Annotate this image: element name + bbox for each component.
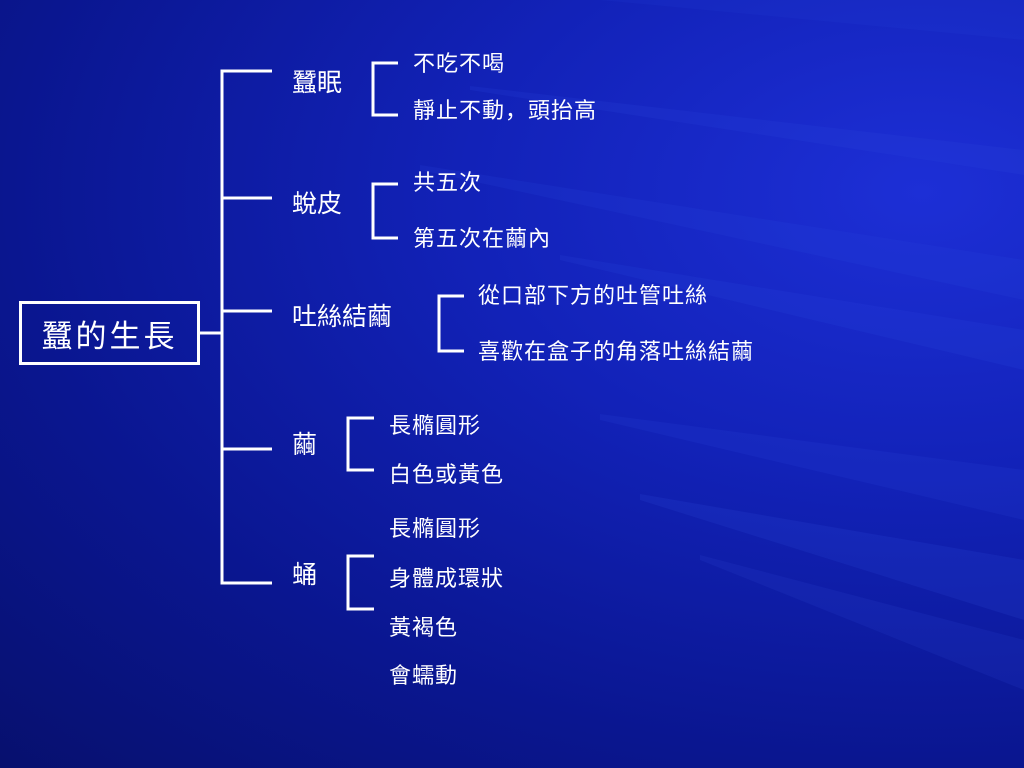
stage-label-cocoon: 繭: [292, 430, 318, 459]
cocoon-item-2: 白色或黃色: [389, 463, 505, 488]
stage-label-pupa: 蛹: [292, 560, 318, 589]
molt-item-1: 共五次: [413, 171, 483, 196]
spinning-item-1: 從口部下方的吐管吐絲: [478, 284, 709, 309]
sleep-item-2: 靜止不動，頭抬高: [413, 99, 598, 124]
stage-label-spinning: 吐絲結繭: [292, 302, 393, 331]
sub-bracket-3: [437, 294, 464, 353]
stage-label-sleep: 蠶眠: [292, 68, 343, 97]
sub-bracket-5: [346, 554, 374, 611]
spinning-item-2: 喜歡在盒子的角落吐絲結繭: [478, 340, 755, 365]
pupa-item-4: 會蠕動: [389, 664, 459, 689]
molt-item-2: 第五次在繭內: [413, 227, 552, 252]
sub-bracket-1: [371, 61, 398, 117]
pupa-item-2: 身體成環狀: [389, 567, 505, 592]
cocoon-item-1: 長橢圓形: [389, 414, 482, 439]
main-bracket: [220, 69, 272, 585]
stage-label-molt: 蛻皮: [292, 189, 343, 218]
sub-bracket-2: [371, 182, 398, 240]
pupa-item-3: 黃褐色: [389, 616, 459, 641]
pupa-item-1: 長橢圓形: [389, 517, 482, 542]
sub-bracket-4: [346, 416, 374, 472]
root-title-box: 蠶的生長: [19, 301, 200, 365]
sleep-item-1: 不吃不喝: [413, 52, 506, 77]
